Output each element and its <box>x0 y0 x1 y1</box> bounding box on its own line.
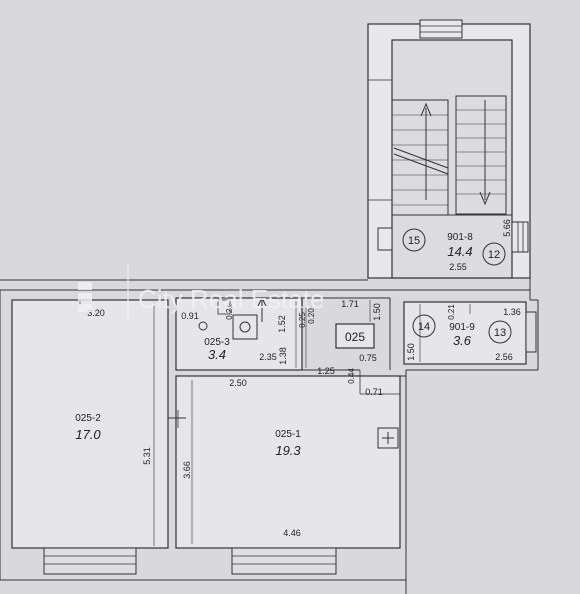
marker-15: 15 <box>402 228 426 252</box>
dim-2-35: 2.35 <box>259 352 277 362</box>
dim-1-25: 1.25 <box>317 366 335 376</box>
marker-13-label: 13 <box>494 327 506 339</box>
dim-2-56: 2.56 <box>495 352 513 362</box>
room-025-2-code: 025-2 <box>75 413 101 424</box>
corridor-025 <box>302 297 400 395</box>
marker-13: 13 <box>488 320 512 344</box>
dim-0-71: 0.71 <box>365 387 383 397</box>
dim-5-66: 5.66 <box>502 219 512 237</box>
room-901-8-area: 14.4 <box>447 244 472 259</box>
marker-14-label: 14 <box>418 321 430 333</box>
dim-1-52: 1.52 <box>277 315 287 333</box>
unit-025-code: 025 <box>345 330 365 344</box>
dim-4-46: 4.46 <box>283 528 301 538</box>
dim-0-21-b: 0.21 <box>447 304 456 320</box>
dim-0-25: 0.25 <box>298 312 307 328</box>
room-025-1-code: 025-1 <box>275 429 301 440</box>
room-901-9 <box>403 301 537 365</box>
marker-14: 14 <box>412 314 436 338</box>
dimensions: 3.20 5.31 3.66 4.46 2.50 1.25 2.35 1.52 … <box>87 219 521 538</box>
dim-5-31: 5.31 <box>142 447 152 465</box>
staircase-block <box>367 19 531 279</box>
dim-1-50-a: 1.50 <box>372 303 382 321</box>
dim-0-21-a: 0.21 <box>225 304 234 320</box>
watermark: City Real Estate <box>78 264 324 320</box>
room-025-3 <box>175 296 303 371</box>
dim-2-55: 2.55 <box>449 262 467 272</box>
dim-1-50-b: 1.50 <box>406 343 416 361</box>
dim-1-36: 1.36 <box>503 307 521 317</box>
room-025-1-area: 19.3 <box>275 443 301 458</box>
dim-0-75: 0.75 <box>359 353 377 363</box>
dim-0-20: 0.20 <box>307 308 316 324</box>
dim-3-66: 3.66 <box>182 461 192 479</box>
marker-12-label: 12 <box>488 249 500 261</box>
watermark-text: City Real Estate <box>138 284 324 314</box>
room-025-2 <box>11 299 169 575</box>
room-901-8-code: 901-8 <box>447 232 473 243</box>
marker-15-label: 15 <box>408 235 420 247</box>
dim-2-50: 2.50 <box>229 378 247 388</box>
dim-0-91: 0.91 <box>181 311 199 321</box>
room-901-9-area: 3.6 <box>453 333 472 348</box>
dim-1-71: 1.71 <box>341 299 359 309</box>
dim-3-20: 3.20 <box>87 308 105 318</box>
room-025-3-area: 3.4 <box>208 347 226 362</box>
dim-0-44: 0.44 <box>347 368 356 384</box>
room-025-1 <box>168 375 406 575</box>
room-025-2-area: 17.0 <box>75 427 101 442</box>
room-901-9-code: 901-9 <box>449 322 475 333</box>
room-025-3-code: 025-3 <box>204 337 230 348</box>
marker-12: 12 <box>482 242 506 266</box>
dim-1-38: 1.38 <box>278 347 288 365</box>
